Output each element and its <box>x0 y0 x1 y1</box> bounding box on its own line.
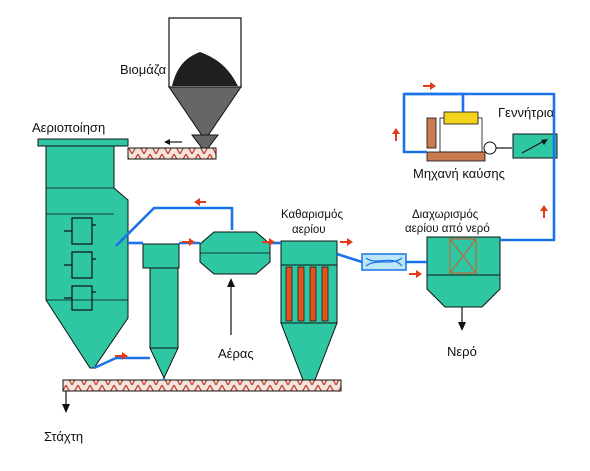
conveyor-direction-arrow <box>164 139 182 145</box>
gas-blower <box>199 231 271 275</box>
combustion-engine <box>426 111 512 162</box>
cyclone-separator <box>142 243 180 380</box>
flow-arrows <box>115 82 548 360</box>
ash-conveyor <box>62 379 342 392</box>
label-generator: Γεννήτρια <box>498 105 555 120</box>
biomass-hopper <box>168 17 242 153</box>
label-biomass: Βιομάζα <box>120 62 167 77</box>
label-separation-1: Διαχωρισμός <box>412 209 479 221</box>
generator-lightning-icon <box>521 139 548 154</box>
ash-outlet-arrow <box>62 391 70 413</box>
flow-arrow-up-right <box>540 205 548 218</box>
biomass-conveyor <box>127 147 217 160</box>
gasifier <box>37 138 129 369</box>
label-air: Αέρας <box>218 346 254 361</box>
label-water: Νερό <box>447 344 477 359</box>
label-separation-2: αερίου από νερό <box>405 223 490 235</box>
filter-bags <box>285 266 329 322</box>
gas-pipes <box>93 92 556 380</box>
label-gasification: Αεριοποίηση <box>32 120 105 135</box>
generator <box>512 133 558 159</box>
label-ash: Στάχτη <box>44 429 83 444</box>
flow-arrow-to-separator <box>409 270 422 278</box>
label-gas-cleaning-1: Καθαρισμός <box>281 209 343 221</box>
flow-arrow-top-loop <box>423 82 436 90</box>
flow-arrow-to-filter <box>262 238 275 246</box>
flow-arrow-to-blower <box>182 238 195 246</box>
flow-arrow-up-left <box>392 128 400 141</box>
flow-arrow-top-return <box>194 198 206 206</box>
gas-cooler <box>361 253 407 271</box>
biomass-pile <box>172 52 238 86</box>
flow-arrow-to-cooler <box>340 238 353 246</box>
air-inlet-arrow <box>227 278 235 335</box>
flow-arrow-bottom <box>115 352 128 360</box>
gas-water-separator <box>426 236 501 308</box>
gasifier-internal-stages <box>64 217 96 311</box>
label-gas-cleaning-2: αερίου <box>292 224 326 236</box>
water-outlet-arrow <box>458 307 466 331</box>
gas-cleaning-filter <box>280 240 338 381</box>
label-combustion-engine: Μηχανή καύσης <box>413 166 505 181</box>
